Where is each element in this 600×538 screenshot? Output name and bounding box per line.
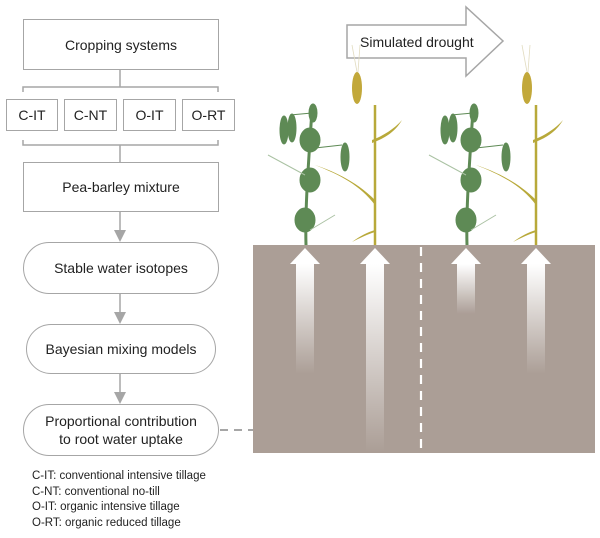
contribution-label-line2: to root water uptake	[59, 431, 183, 447]
contribution-label-line1: Proportional contribution	[45, 413, 197, 429]
legend-item: C-NT: conventional no-till	[32, 485, 160, 498]
uptake-arrow-barley-drought	[521, 248, 551, 374]
pea-plant-drought	[428, 103, 511, 246]
system-box-o-rt: O-RT	[182, 99, 235, 131]
barley-plant-control	[315, 44, 402, 245]
cropping-systems-label: Cropping systems	[64, 36, 178, 53]
barley-plant-drought	[476, 44, 563, 245]
uptake-arrow-pea-drought	[451, 248, 481, 314]
system-box-c-it: C-IT	[6, 99, 58, 131]
legend-item: O-IT: organic intensive tillage	[32, 501, 180, 513]
legend-item: C-IT: conventional intensive tillage	[32, 470, 206, 482]
isotopes-box: Stable water isotopes	[23, 242, 219, 294]
mixture-label: Pea-barley mixture	[62, 179, 180, 195]
cropping-systems-box: Cropping systems	[23, 19, 219, 70]
uptake-arrow-pea-control	[290, 248, 320, 374]
uptake-arrow-barley-control	[360, 248, 390, 452]
drought-label: Simulated drought	[360, 34, 474, 50]
system-label: O-RT	[191, 107, 226, 123]
legend-item: O-RT: organic reduced tillage	[32, 516, 181, 529]
models-label: Bayesian mixing models	[45, 341, 197, 357]
system-label: C-NT	[73, 107, 108, 123]
system-label: O-IT	[135, 107, 164, 123]
isotopes-label: Stable water isotopes	[54, 260, 188, 276]
abbreviation-legend: C-IT: conventional intensive tillage C-N…	[32, 469, 206, 531]
top-bracket	[22, 86, 219, 92]
bottom-bracket	[22, 140, 219, 146]
models-box: Bayesian mixing models	[26, 324, 216, 374]
system-box-c-nt: C-NT	[64, 99, 117, 131]
drought-arrow	[346, 5, 505, 78]
system-label: C-IT	[18, 107, 46, 123]
pea-plant-control	[267, 103, 350, 246]
contribution-box: Proportional contribution to root water …	[23, 404, 219, 456]
system-box-o-it: O-IT	[123, 99, 176, 131]
mixture-box: Pea-barley mixture	[23, 162, 219, 212]
